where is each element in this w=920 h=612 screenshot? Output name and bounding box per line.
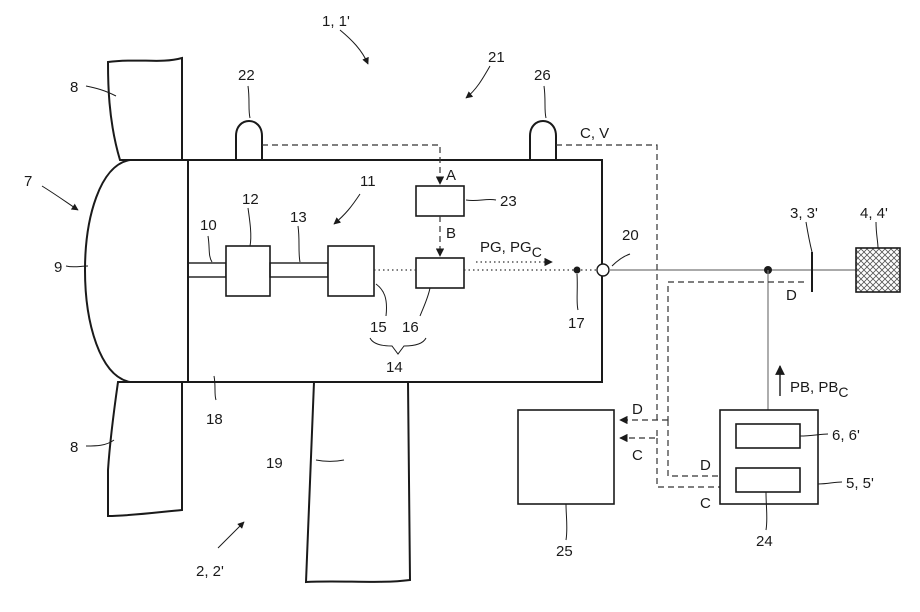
wind-signal-to-central <box>620 430 657 438</box>
label-connection-point: 20 <box>622 227 639 244</box>
drive-shaft <box>270 263 328 277</box>
leader-20 <box>612 254 630 266</box>
output-point <box>574 267 581 274</box>
leader-21 <box>466 66 490 98</box>
label-grid: 4, 4' <box>860 205 888 222</box>
label-control-system: 21 <box>488 49 505 66</box>
leader-18 <box>214 376 216 400</box>
upper-blade <box>108 58 182 160</box>
label-system: 1, 1' <box>322 13 350 30</box>
leader-8-top <box>86 86 116 96</box>
label-blade-bottom: 8 <box>70 439 78 456</box>
leader-14-bracket <box>370 338 426 354</box>
label-gearbox: 12 <box>242 191 259 208</box>
signal-cv: C, V <box>580 125 609 142</box>
turbine-controller <box>416 186 464 216</box>
label-nacelle: 18 <box>206 411 223 428</box>
leader-19 <box>316 460 344 462</box>
leader-5 <box>818 482 842 484</box>
label-rotor-shaft: 10 <box>200 217 217 234</box>
label-storage-controller: 24 <box>756 533 773 550</box>
leader-13 <box>298 226 300 262</box>
signal-pb: PB, PBC <box>790 379 848 400</box>
leader-7 <box>42 186 78 210</box>
signal-a: A <box>446 167 456 184</box>
lower-blade <box>108 382 182 516</box>
leader-11 <box>334 194 360 224</box>
leader-2 <box>218 522 244 548</box>
hub <box>85 160 188 382</box>
signal-pg-main: PG, PG <box>480 239 532 256</box>
converter <box>416 258 464 288</box>
leader-10 <box>208 236 212 262</box>
label-sensor: 22 <box>238 67 255 84</box>
label-generator: 15 <box>370 319 387 336</box>
label-wind-turbine: 2, 2' <box>196 563 224 580</box>
leader-16 <box>420 288 430 316</box>
label-battery: 6, 6' <box>832 427 860 444</box>
signal-pb-main: PB, PB <box>790 379 838 396</box>
leader-4 <box>876 222 878 248</box>
label-generator-system: 14 <box>386 359 403 376</box>
leader-23 <box>466 199 496 200</box>
label-blade-top: 8 <box>70 79 78 96</box>
signal-pg: PG, PGC <box>480 239 542 260</box>
label-grid-node: 3, 3' <box>790 205 818 222</box>
signal-c-central: C <box>632 447 643 464</box>
signal-d-storage: D <box>700 457 711 474</box>
signal-c-storage: C <box>700 495 711 512</box>
label-central-controller: 25 <box>556 543 573 560</box>
battery <box>736 424 800 448</box>
signal-pb-sub: C <box>838 384 848 400</box>
central-controller <box>518 410 614 504</box>
signal-d-central: D <box>632 401 643 418</box>
sensor-signal-path <box>262 145 440 184</box>
label-battery-storage: 5, 5' <box>846 475 874 492</box>
generator <box>328 246 374 296</box>
tower <box>306 382 410 582</box>
grid-symbol <box>856 248 900 292</box>
label-drivetrain: 11 <box>360 173 376 190</box>
grid-signal-path <box>668 282 804 420</box>
sensor-dome <box>236 121 262 160</box>
label-tower: 19 <box>266 455 283 472</box>
label-output-point: 17 <box>568 315 585 332</box>
wind-signal-path <box>556 145 657 420</box>
label-turbine-controller: 23 <box>500 193 517 210</box>
wind-sensor-dome <box>530 121 556 160</box>
leader-1 <box>340 30 368 64</box>
leader-15 <box>376 284 387 316</box>
label-hub: 9 <box>54 259 62 276</box>
label-rotor: 7 <box>24 173 32 190</box>
leader-25 <box>566 504 567 540</box>
label-wind-sensor: 26 <box>534 67 551 84</box>
leader-3 <box>806 222 812 252</box>
label-shaft: 13 <box>290 209 307 226</box>
rotor-shaft <box>188 263 226 277</box>
signal-b: B <box>446 225 456 242</box>
leader-26 <box>544 86 546 118</box>
leader-12 <box>248 208 251 246</box>
connection-point <box>597 264 609 276</box>
leader-17 <box>577 274 578 310</box>
leader-22 <box>248 86 250 118</box>
signal-pg-sub: C <box>532 244 542 260</box>
label-converter: 16 <box>402 319 419 336</box>
storage-controller <box>736 468 800 492</box>
gearbox <box>226 246 270 296</box>
signal-d-grid: D <box>786 287 797 304</box>
